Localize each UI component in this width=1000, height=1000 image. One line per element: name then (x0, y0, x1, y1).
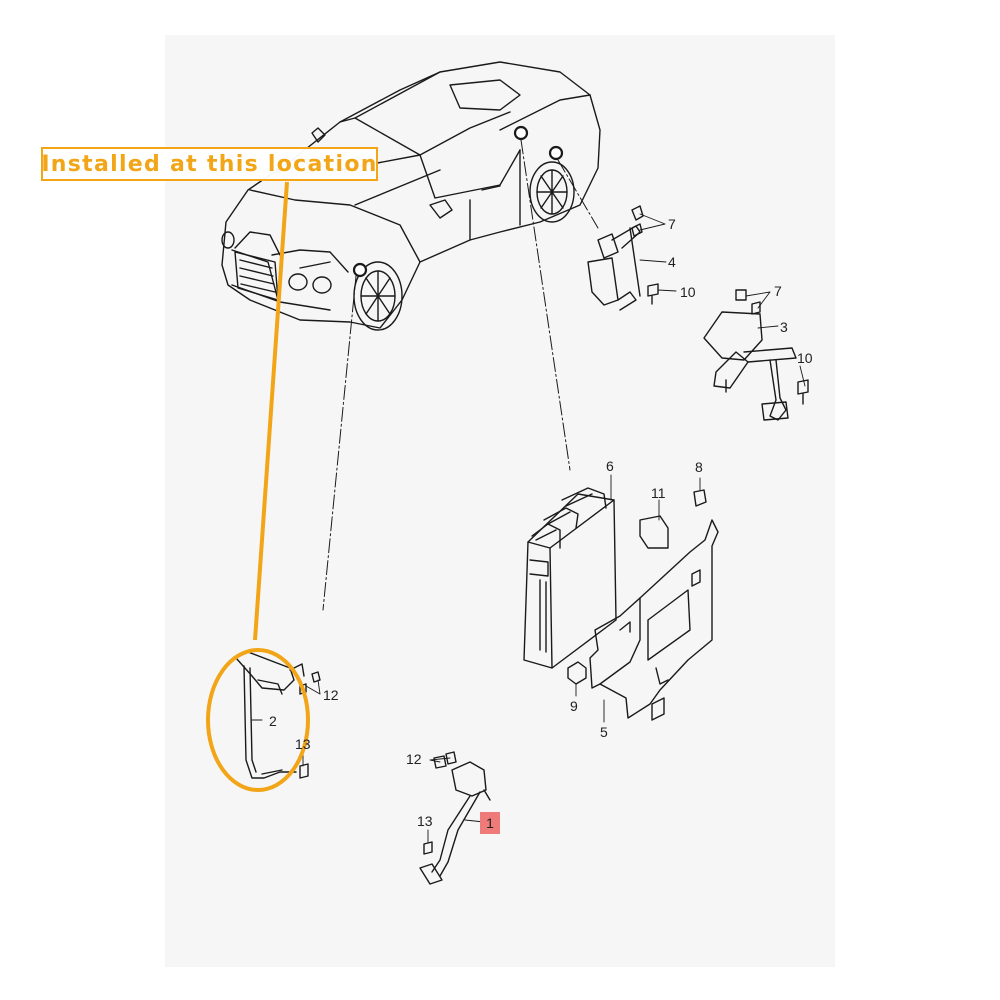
part-2-leaders (251, 679, 321, 767)
diagram-paper (165, 35, 835, 967)
part-label-4: 4 (668, 254, 676, 270)
part-4-sensor (587, 205, 659, 311)
part-label-7b: 7 (774, 283, 782, 299)
installed-location-callout: Installed at this location (41, 147, 378, 181)
part-label-7a: 7 (668, 216, 676, 232)
location-marker-rear (548, 145, 564, 161)
callout-text: Installed at this location (41, 151, 378, 177)
part-label-8: 8 (695, 459, 703, 475)
part-3-leaders (745, 291, 806, 387)
part-label-9: 9 (570, 698, 578, 714)
part-label-6: 6 (606, 458, 614, 474)
part-3-sensor (703, 289, 809, 421)
part-label-3: 3 (780, 319, 788, 335)
part-label-10b: 10 (797, 350, 813, 366)
part-label-12a: 12 (323, 687, 339, 703)
part-label-2: 2 (269, 713, 277, 729)
part-label-12b: 12 (406, 751, 422, 767)
part-label-11: 11 (651, 485, 666, 501)
part-label-1: 1 (480, 812, 500, 834)
leader-lines (322, 139, 599, 611)
location-marker-front (352, 262, 368, 278)
part-label-13b: 13 (417, 813, 433, 829)
part-5-bracket (589, 515, 719, 721)
location-marker-roof (513, 125, 529, 141)
part-1-sensor (419, 751, 491, 885)
part-label-13a: 13 (295, 736, 311, 752)
part-label-10a: 10 (680, 284, 696, 300)
part-4-leaders (639, 213, 677, 292)
part-label-5: 5 (600, 724, 608, 740)
part-1-leaders (427, 757, 485, 843)
part-6-control-unit (523, 487, 617, 669)
part-2-sensor (235, 651, 321, 779)
location-highlight (206, 181, 310, 792)
